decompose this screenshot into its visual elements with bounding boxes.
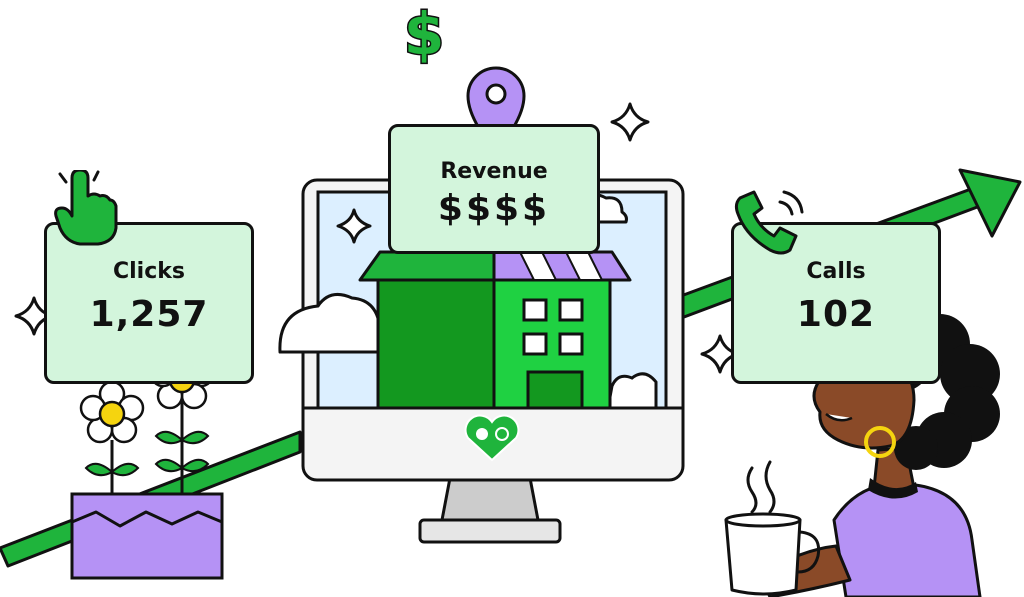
clicks-stat-card: Clicks 1,257 — [44, 222, 254, 384]
pointing-hand-icon — [54, 170, 118, 246]
sparkle-icon — [700, 334, 740, 374]
clicks-label: Clicks — [113, 259, 185, 284]
sparkle-icon — [610, 102, 650, 142]
sparkle-icon — [336, 208, 372, 244]
revenue-value: $$$$ — [437, 188, 551, 229]
calls-label: Calls — [806, 259, 866, 284]
revenue-label: Revenue — [440, 159, 548, 184]
arrow-head-icon — [958, 168, 1022, 238]
cloud-right-icon — [606, 372, 658, 410]
storefront-icon — [358, 250, 632, 410]
daisy-icon — [79, 380, 145, 444]
phone-ringing-icon — [734, 190, 804, 255]
heart-pin-logo-icon — [464, 414, 520, 462]
revenue-stat-card: Revenue $$$$ — [388, 124, 600, 254]
clicks-value: 1,257 — [89, 294, 209, 335]
dollar-icon: $ — [404, 0, 444, 68]
monitor-stand — [418, 476, 562, 544]
calls-value: 102 — [796, 294, 876, 335]
